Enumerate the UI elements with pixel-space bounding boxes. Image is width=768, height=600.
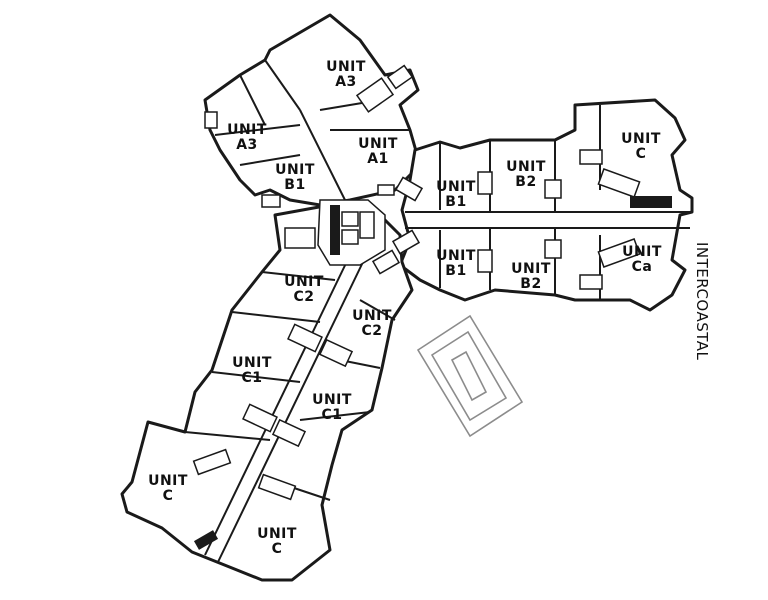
intercoastal-label: INTERCOASTAL: [693, 242, 711, 361]
central-core: [317, 176, 424, 275]
northwest-wing: [203, 13, 422, 208]
east-wing: [398, 98, 694, 312]
southwest-wing: [120, 203, 414, 582]
pool: [416, 314, 524, 438]
